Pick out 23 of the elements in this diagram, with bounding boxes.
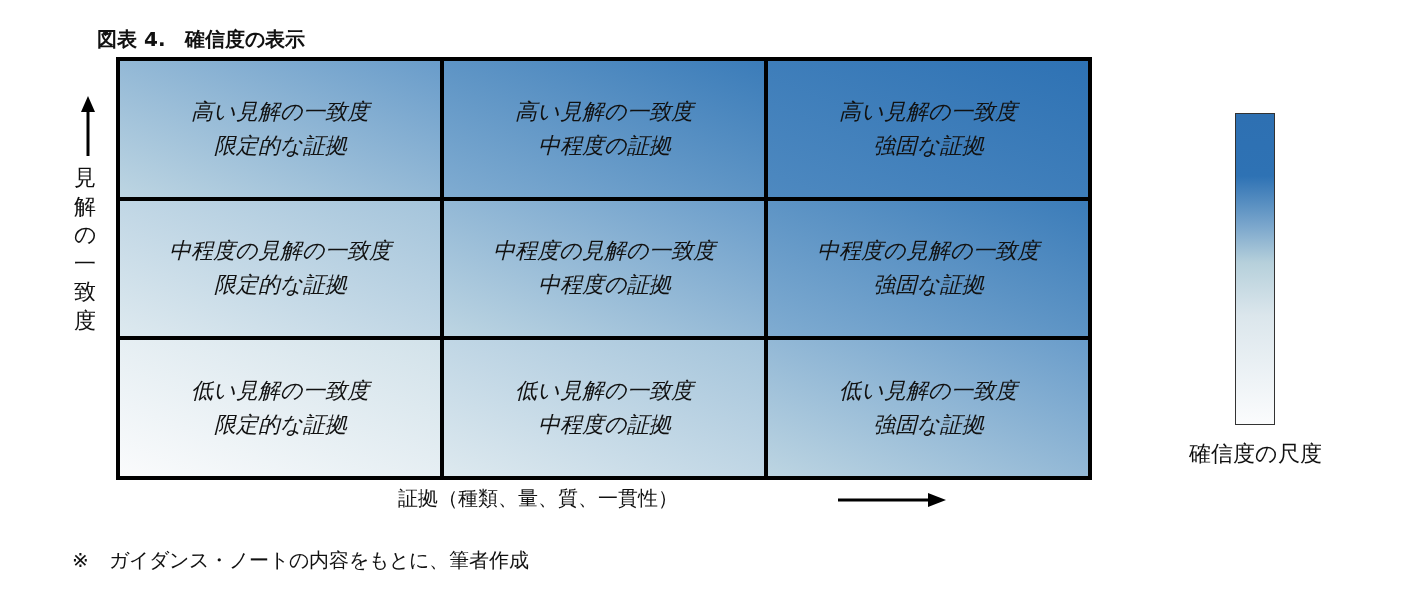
cell-text: 強固な証拠	[872, 131, 984, 160]
cell-text: 中程度の証拠	[537, 271, 671, 300]
cell-text: 中程度の証拠	[537, 411, 671, 440]
scale-label: 確信度の尺度	[1188, 440, 1322, 468]
confidence-cell	[120, 61, 440, 197]
cell-text: 限定的な証拠	[213, 131, 347, 160]
confidence-cell	[120, 340, 440, 476]
confidence-cell	[120, 200, 440, 337]
cell-text: 強固な証拠	[872, 411, 984, 440]
confidence-cell	[768, 340, 1088, 476]
cell-text: 限定的な証拠	[213, 411, 347, 440]
cell-text: 強固な証拠	[872, 271, 984, 300]
confidence-cell	[444, 61, 764, 197]
axis-label: 見解の一致度	[74, 164, 96, 335]
confidence-cell	[444, 200, 764, 337]
cell-text: 中程度の証拠	[537, 131, 671, 160]
figure-caption: ※ ガイダンス・ノートの内容をもとに、筆者作成	[72, 547, 529, 574]
axis-label: 証拠（種類、量、質、一貫性）	[398, 485, 678, 512]
confidence-cell	[444, 340, 764, 476]
figure-title: 図表 4. 確信度の表示	[97, 26, 306, 53]
confidence-cell	[768, 200, 1088, 337]
confidence-cell	[768, 61, 1088, 197]
cell-text: 限定的な証拠	[213, 271, 347, 300]
